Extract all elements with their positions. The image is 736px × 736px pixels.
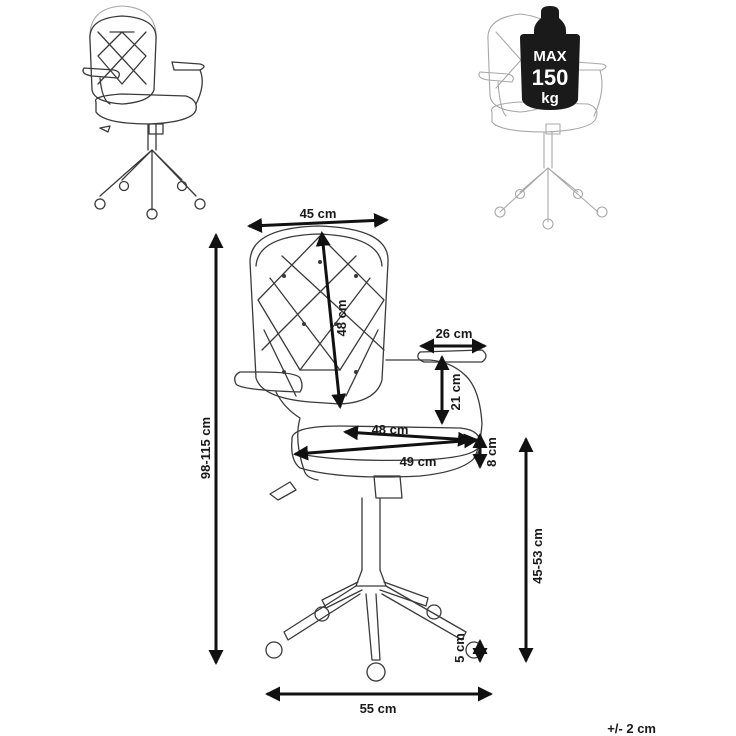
label-back-height: 48 cm [334,300,349,337]
arrow-back-width [247,213,389,233]
max-load-badge: MAX 150 kg [520,6,580,110]
max-load-line3: kg [541,90,559,107]
main-chair-drawing [234,225,487,682]
max-load-line1: MAX [533,48,566,65]
thumbnail-chair-left [82,5,206,220]
label-seat-depth: 48 cm [372,422,409,437]
label-seat-height: 45-53 cm [530,528,545,584]
arrow-back-height [315,231,347,409]
weight-body-icon [520,34,580,110]
max-load-line2: 150 [532,65,569,90]
label-wheel-height: 5 cm [452,633,467,663]
dimension-arrows [208,213,534,702]
label-total-height: 98-115 cm [198,417,213,479]
tolerance-note: +/- 2 cm [607,721,656,736]
dimension-labels: 45 cm 48 cm 26 cm 21 cm 48 cm 49 cm 8 cm… [198,206,656,736]
arrow-seat-width [293,433,479,461]
weight-handle-icon [534,6,566,34]
label-base-width: 55 cm [360,701,397,716]
label-armrest-height: 21 cm [448,374,463,411]
label-seat-thickness: 8 cm [484,437,499,467]
label-seat-width: 49 cm [400,454,437,469]
label-armrest-length: 26 cm [436,326,473,341]
label-back-width: 45 cm [300,206,337,221]
